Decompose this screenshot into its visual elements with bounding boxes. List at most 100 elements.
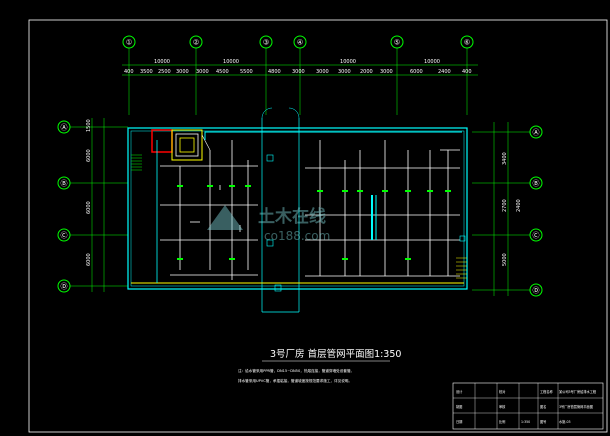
svg-text:注：给水管采用PPR管，DN15~DN50，热熔连接，管道穿: 注：给水管采用PPR管，DN15~DN50，热熔连接，管道穿墙处设套管。 bbox=[238, 368, 354, 373]
svg-text:Ⓑ: Ⓑ bbox=[61, 180, 68, 188]
axis-bubble-top-4: ④ bbox=[293, 35, 307, 49]
svg-text:图号: 图号 bbox=[540, 419, 546, 424]
svg-text:1500: 1500 bbox=[86, 119, 92, 132]
svg-text:Ⓑ: Ⓑ bbox=[533, 180, 540, 188]
right-dimension-labels: 3400 2700 2400 5000 bbox=[502, 152, 522, 266]
drawing-title: 3号厂房 首层管网平面图1:350 bbox=[262, 348, 401, 362]
svg-text:④: ④ bbox=[297, 39, 303, 47]
stair-right bbox=[456, 257, 467, 279]
axis-bubble-top-5: ⑤ bbox=[390, 35, 404, 49]
axis-bubble-right-d: Ⓓ bbox=[529, 283, 543, 297]
svg-text:10000: 10000 bbox=[424, 59, 440, 65]
svg-text:水施-03: 水施-03 bbox=[559, 419, 571, 424]
svg-text:6000: 6000 bbox=[86, 253, 92, 266]
svg-text:Ⓓ: Ⓓ bbox=[61, 283, 68, 291]
svg-text:3号厂房首层管网平面图: 3号厂房首层管网平面图 bbox=[559, 404, 593, 409]
svg-text:日期: 日期 bbox=[456, 419, 462, 424]
svg-text:4500: 4500 bbox=[216, 69, 229, 75]
svg-text:3000: 3000 bbox=[292, 69, 305, 75]
svg-text:3500: 3500 bbox=[140, 69, 153, 75]
svg-text:10000: 10000 bbox=[340, 59, 356, 65]
svg-text:3000: 3000 bbox=[316, 69, 329, 75]
svg-text:Ⓐ: Ⓐ bbox=[533, 129, 540, 137]
svg-text:某公司3号厂房给排水工程: 某公司3号厂房给排水工程 bbox=[559, 389, 597, 394]
svg-text:10000: 10000 bbox=[223, 59, 239, 65]
pipe-tag bbox=[371, 195, 377, 240]
svg-text:3400: 3400 bbox=[502, 152, 508, 165]
svg-text:2700: 2700 bbox=[502, 199, 508, 212]
svg-text:2400: 2400 bbox=[516, 199, 522, 212]
svg-text:审核: 审核 bbox=[499, 404, 506, 409]
svg-text:2400: 2400 bbox=[438, 69, 451, 75]
axis-bubble-left-c: Ⓒ bbox=[57, 228, 71, 242]
svg-text:⑥: ⑥ bbox=[464, 39, 470, 47]
svg-text:5000: 5000 bbox=[502, 253, 508, 266]
svg-text:1:350: 1:350 bbox=[521, 420, 530, 424]
axis-bubble-top-1: ① bbox=[122, 35, 136, 49]
drawing-frame bbox=[28, 19, 608, 433]
svg-text:制图: 制图 bbox=[456, 404, 462, 409]
svg-text:排水管采用UPVC管，承插粘接，管道坡度按规范要求施工，详见: 排水管采用UPVC管，承插粘接，管道坡度按规范要求施工，详见说明。 bbox=[238, 378, 352, 383]
svg-text:①: ① bbox=[126, 39, 132, 47]
svg-text:6000: 6000 bbox=[86, 201, 92, 214]
svg-text:Ⓐ: Ⓐ bbox=[61, 124, 68, 132]
svg-text:3000: 3000 bbox=[338, 69, 351, 75]
top-inner-dimension-labels: 400 3500 2500 3000 3000 4500 5500 4800 3… bbox=[124, 69, 472, 75]
svg-text:6000: 6000 bbox=[86, 149, 92, 162]
svg-text:3000: 3000 bbox=[176, 69, 189, 75]
svg-text:Ⓒ: Ⓒ bbox=[61, 232, 68, 240]
svg-text:2500: 2500 bbox=[158, 69, 171, 75]
watermark: 土木在线 co188.com bbox=[207, 205, 330, 243]
left-axis-bubbles: Ⓐ Ⓑ Ⓒ Ⓓ bbox=[57, 120, 71, 293]
svg-text:10000: 10000 bbox=[154, 59, 170, 65]
top-outer-dimension-labels: 10000 10000 10000 10000 bbox=[154, 59, 440, 65]
axis-bubble-left-a: Ⓐ bbox=[57, 120, 71, 134]
axis-bubble-top-6: ⑥ bbox=[460, 35, 474, 49]
axis-bubble-top-3: ③ bbox=[259, 35, 273, 49]
svg-text:6000: 6000 bbox=[410, 69, 423, 75]
supply-main-pipe bbox=[131, 131, 464, 284]
svg-text:5500: 5500 bbox=[240, 69, 253, 75]
svg-text:3号厂房 首层管网平面图1:350: 3号厂房 首层管网平面图1:350 bbox=[270, 348, 401, 360]
pipe-risers bbox=[266, 154, 466, 292]
svg-text:co188.com: co188.com bbox=[264, 229, 330, 243]
axis-bubble-right-c: Ⓒ bbox=[529, 228, 543, 242]
axis-bubble-left-b: Ⓑ bbox=[57, 176, 71, 190]
svg-text:图名: 图名 bbox=[540, 404, 546, 409]
svg-text:比例: 比例 bbox=[499, 419, 505, 424]
svg-text:③: ③ bbox=[263, 39, 269, 47]
right-dimension-lines bbox=[472, 122, 530, 296]
svg-text:校对: 校对 bbox=[499, 389, 506, 394]
left-dimension-labels: 1500 6000 6000 6000 bbox=[86, 119, 92, 266]
axis-bubble-right-b: Ⓑ bbox=[529, 176, 543, 190]
title-block: 设计 校对 工程名称 某公司3号厂房给排水工程 制图 审核 图名 3号厂房首层管… bbox=[452, 382, 604, 430]
right-axis-bubbles: Ⓐ Ⓑ Ⓒ Ⓓ bbox=[529, 125, 543, 297]
watermark-logo-icon bbox=[207, 205, 243, 230]
axis-bubble-top-2: ② bbox=[189, 35, 203, 49]
svg-text:Ⓒ: Ⓒ bbox=[533, 232, 540, 240]
svg-text:设计: 设计 bbox=[456, 389, 463, 394]
svg-text:②: ② bbox=[193, 39, 199, 47]
fixture-marks bbox=[177, 185, 451, 260]
svg-text:⑤: ⑤ bbox=[394, 39, 400, 47]
svg-text:2000: 2000 bbox=[360, 69, 373, 75]
branch-pipes-right bbox=[305, 140, 460, 277]
svg-text:工程名称: 工程名称 bbox=[540, 389, 554, 394]
axis-bubble-left-d: Ⓓ bbox=[57, 279, 71, 293]
svg-text:Ⓓ: Ⓓ bbox=[533, 287, 540, 295]
svg-text:4800: 4800 bbox=[268, 69, 281, 75]
general-notes: 注：给水管采用PPR管，DN15~DN50，热熔连接，管道穿墙处设套管。 排水管… bbox=[238, 368, 354, 383]
svg-text:3000: 3000 bbox=[380, 69, 393, 75]
toilet-block bbox=[151, 129, 211, 161]
stair-left bbox=[131, 154, 142, 171]
building-outline bbox=[127, 107, 468, 313]
top-dimension-lines bbox=[122, 48, 478, 115]
svg-text:400: 400 bbox=[462, 69, 472, 75]
svg-text:400: 400 bbox=[124, 69, 134, 75]
svg-text:土木在线: 土木在线 bbox=[258, 206, 326, 227]
top-axis-bubbles: ① ② ③ ④ ⑤ ⑥ bbox=[122, 35, 474, 49]
left-dimension-lines bbox=[70, 118, 128, 292]
branch-pipes-left bbox=[160, 140, 258, 280]
axis-bubble-right-a: Ⓐ bbox=[529, 125, 543, 139]
